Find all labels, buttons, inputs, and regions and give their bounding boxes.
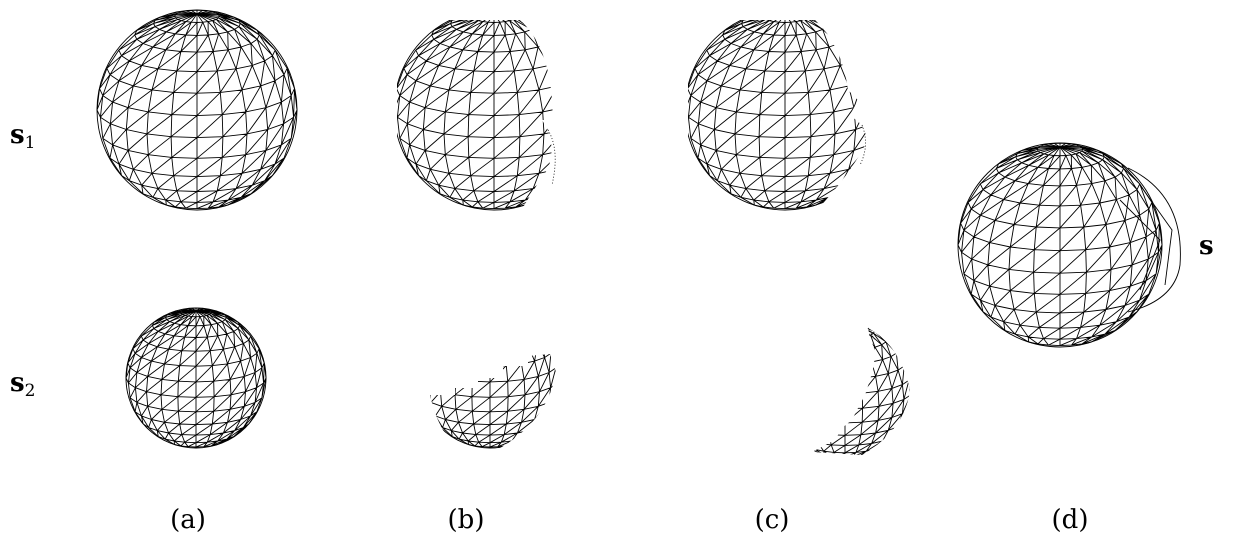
triangle-mesh-lines bbox=[777, 322, 913, 457]
triangle-mesh-lines bbox=[97, 10, 297, 208]
row-label-s1: s1 bbox=[10, 122, 35, 156]
sphere-mesh-s2-a bbox=[126, 308, 266, 448]
triangle-mesh-lines bbox=[685, 10, 885, 208]
sphere-mesh-s1-b bbox=[394, 10, 594, 210]
panel-label-a: (a) bbox=[148, 507, 228, 533]
panel-label-d: (d) bbox=[1030, 507, 1110, 533]
panel-label-c: (c) bbox=[732, 507, 812, 533]
triangle-mesh-lines bbox=[394, 10, 594, 208]
result-label-s: s bbox=[1199, 233, 1214, 259]
triangle-mesh-lines bbox=[126, 308, 266, 447]
row-label-s2: s2 bbox=[10, 370, 35, 404]
triangle-mesh-lines bbox=[958, 143, 1162, 345]
triangle-mesh-lines bbox=[420, 308, 560, 447]
sphere-mesh-s2-c bbox=[777, 322, 913, 458]
sphere-mesh-s1-c bbox=[685, 10, 885, 210]
sphere-mesh-s2-b bbox=[420, 308, 560, 448]
sphere-mesh-s1-a bbox=[97, 10, 297, 210]
panel-label-b: (b) bbox=[426, 507, 506, 533]
sphere-mesh-s-d bbox=[958, 143, 1162, 347]
